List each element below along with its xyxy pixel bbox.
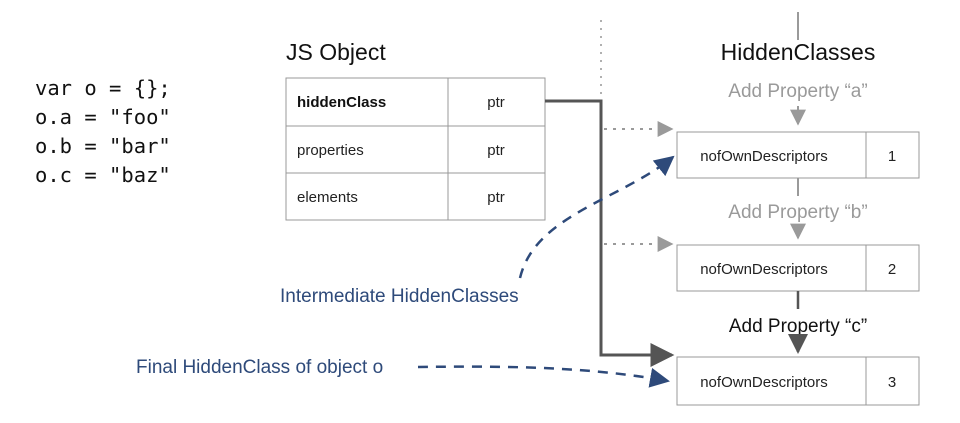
hiddenclass-pointer-arrow — [545, 99, 675, 367]
final-label: Final HiddenClass of object o — [136, 357, 383, 378]
intermediate-label: Intermediate HiddenClasses — [280, 286, 519, 307]
code-line-4: o.c = "baz" — [35, 163, 171, 187]
final-arrow — [417, 365, 670, 388]
box-1-count: 1 — [888, 148, 896, 165]
row-value-hiddenclass: ptr — [487, 94, 505, 111]
box-3-count: 3 — [888, 374, 896, 391]
box-1-label: nofOwnDescriptors — [700, 148, 828, 165]
row-field-hiddenclass: hiddenClass — [297, 94, 386, 111]
intermediate-arrow — [518, 155, 675, 279]
add-property-a-label: Add Property “a” — [728, 81, 867, 102]
box-2-border — [676, 244, 920, 292]
add-property-c-label: Add Property “c” — [729, 316, 867, 337]
row-field-properties: properties — [297, 142, 364, 159]
code-snippet: var o = {}; o.a = "foo" o.b = "bar" o.c … — [35, 76, 171, 187]
js-object-title: JS Object — [286, 39, 386, 65]
js-object-table-border — [285, 77, 546, 221]
box-3-label: nofOwnDescriptors — [700, 374, 828, 391]
row-value-properties: ptr — [487, 142, 505, 159]
row-field-elements: elements — [297, 189, 358, 206]
code-line-1: var o = {}; — [35, 76, 171, 100]
code-line-3: o.b = "bar" — [35, 134, 171, 158]
hidden-class-box-3: nofOwnDescriptors 3 — [676, 356, 920, 406]
row-value-elements: ptr — [487, 189, 505, 206]
code-line-2: o.a = "foo" — [35, 105, 171, 129]
box-3-border — [676, 356, 920, 406]
box-2-label: nofOwnDescriptors — [700, 261, 828, 278]
add-property-b-label: Add Property “b” — [728, 202, 867, 223]
js-object-table: hiddenClass ptr properties ptr elements … — [285, 77, 546, 221]
hidden-classes-title: HiddenClasses — [721, 39, 876, 65]
box-2-count: 2 — [888, 261, 896, 278]
hidden-class-box-1: nofOwnDescriptors 1 — [676, 131, 920, 179]
hidden-class-box-2: nofOwnDescriptors 2 — [676, 244, 920, 292]
